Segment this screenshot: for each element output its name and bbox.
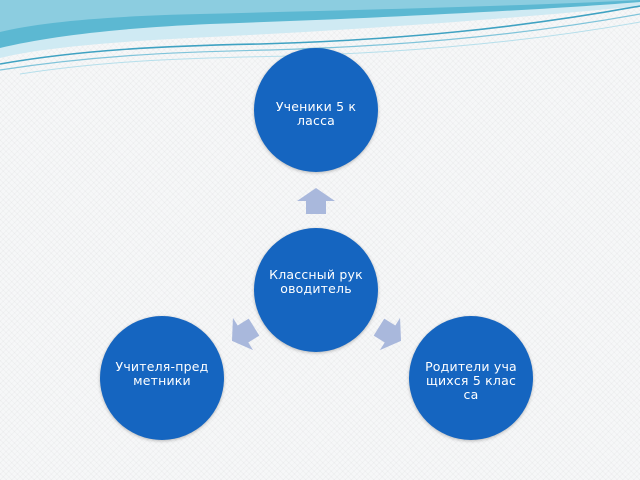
node-students-label: Ученики 5 класса [275, 99, 357, 128]
node-parents-label: Родители учащихся 5 класса [425, 359, 517, 402]
arrow-down-left-icon [231, 317, 260, 351]
node-class-teacher-label: Классный руководитель [269, 267, 363, 296]
node-subject-teachers-label: Учителя-предметники [115, 359, 209, 388]
arrow-down-left-shape [231, 317, 260, 351]
node-students: Ученики 5 класса [254, 48, 378, 172]
wave-band-top [0, 0, 640, 32]
arrow-down-right-shape [373, 317, 402, 351]
wave-line-1 [0, 5, 640, 65]
wave-line-2 [0, 13, 640, 71]
arrow-down-right-icon [373, 317, 402, 351]
node-parents: Родители учащихся 5 класса [409, 316, 533, 440]
node-class-teacher: Классный руководитель [254, 228, 378, 352]
node-subject-teachers: Учителя-предметники [100, 316, 224, 440]
arrow-up-shape [297, 188, 335, 214]
arrow-up-icon [297, 188, 335, 214]
